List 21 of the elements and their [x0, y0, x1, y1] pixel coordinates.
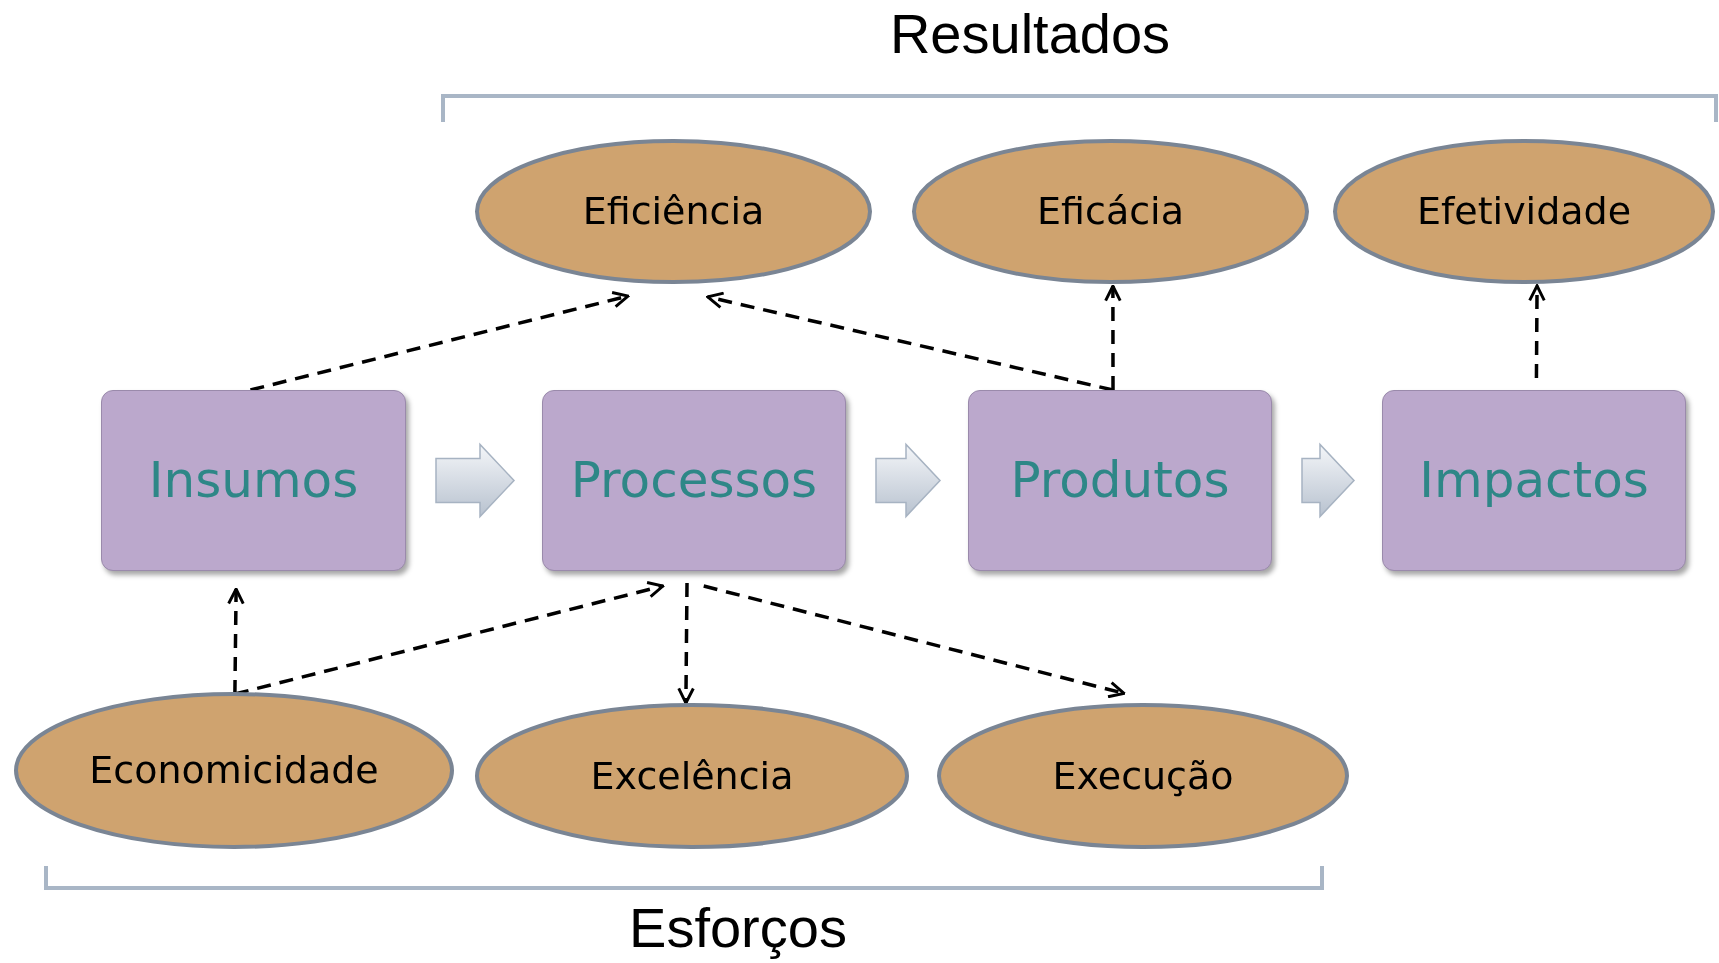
ellipse-label: Eficácia — [1037, 188, 1184, 235]
box-label: Produtos — [1010, 450, 1230, 511]
box-label: Impactos — [1419, 450, 1649, 511]
block-arrow — [435, 442, 516, 519]
box-label: Insumos — [148, 450, 359, 511]
block-arrow — [875, 442, 942, 519]
ellipse-label: Economicidade — [89, 747, 379, 794]
ellipse-label: Efetividade — [1416, 188, 1632, 235]
box-label: Processos — [570, 450, 818, 511]
ellipse-label: Excelência — [590, 752, 794, 800]
group-label: Resultados — [888, 6, 1172, 62]
dashed-arrow — [703, 584, 1126, 699]
dashed-arrow — [227, 587, 245, 695]
dashed-arrow — [706, 291, 1114, 392]
ellipse-label: Eficiência — [582, 188, 765, 235]
ellipse-label: Execução — [1052, 752, 1234, 800]
dashed-arrow — [250, 291, 630, 392]
block-arrow — [1301, 442, 1356, 519]
dashed-arrow — [1528, 284, 1546, 378]
dashed-arrow — [677, 583, 695, 705]
dashed-arrow — [1104, 284, 1122, 390]
